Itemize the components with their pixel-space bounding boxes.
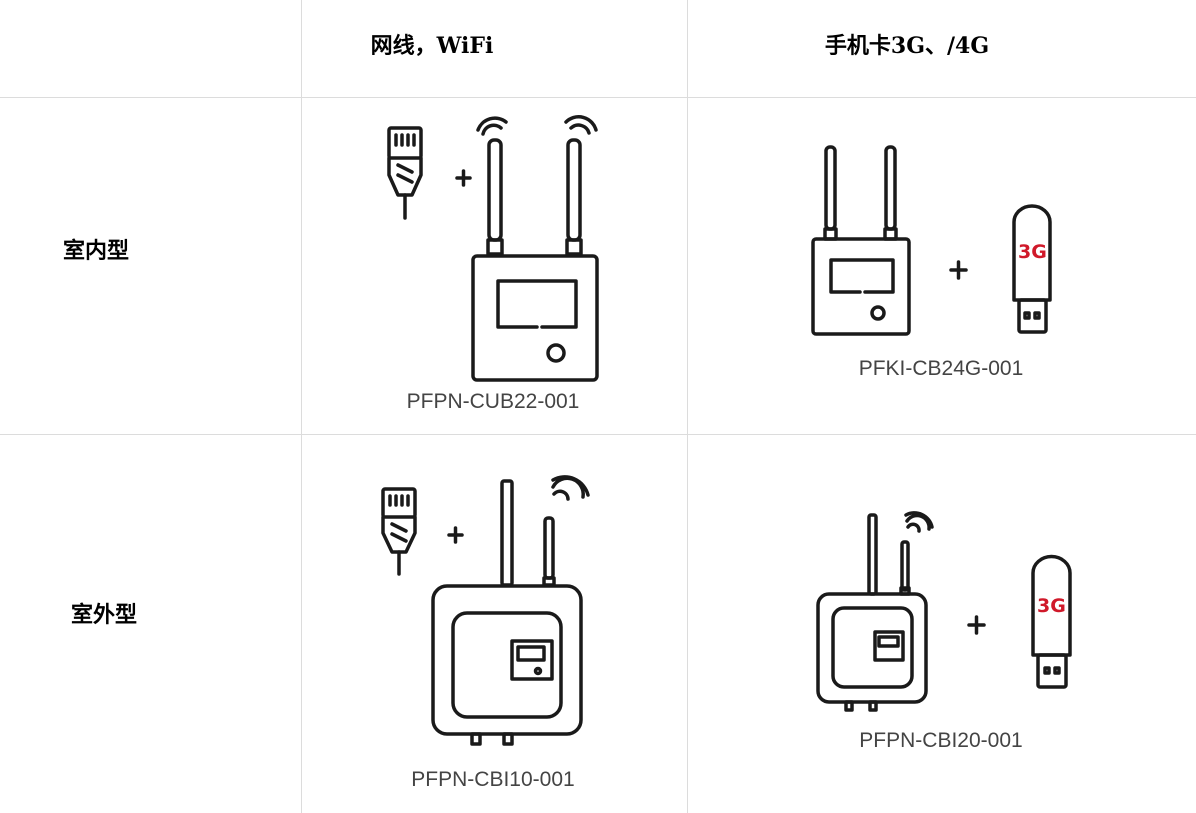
row-divider bbox=[0, 434, 1196, 435]
ethernet-plug-icon bbox=[381, 487, 417, 576]
column-divider bbox=[301, 0, 302, 813]
plus-icon bbox=[967, 615, 986, 635]
dongle-3g-label: 3G bbox=[1037, 595, 1066, 617]
header-cellular: 手机卡3G、/4G bbox=[824, 33, 990, 59]
row-label-outdoor: 室外型 bbox=[70, 603, 138, 628]
router-icon bbox=[471, 115, 599, 382]
plus-icon bbox=[447, 526, 464, 544]
outdoor-gateway-icon bbox=[431, 475, 590, 746]
plus-icon bbox=[455, 169, 472, 187]
usb-dongle-icon: 3G bbox=[1031, 554, 1072, 689]
product-code: PFKI-CB24G-001 bbox=[858, 357, 1024, 380]
outdoor-gateway-icon bbox=[816, 511, 934, 712]
dongle-3g-label: 3G bbox=[1018, 241, 1047, 263]
product-code: PFPN-CUB22-001 bbox=[406, 390, 580, 413]
column-divider bbox=[687, 0, 688, 813]
product-code: PFPN-CBI10-001 bbox=[411, 768, 575, 791]
router-icon bbox=[811, 145, 911, 336]
row-label-indoor: 室内型 bbox=[62, 239, 130, 264]
ethernet-plug-icon bbox=[387, 126, 423, 220]
plus-icon bbox=[949, 260, 968, 280]
header-wired-wifi: 网线，WiFi bbox=[370, 33, 494, 59]
row-divider bbox=[0, 97, 1196, 98]
usb-dongle-icon: 3G bbox=[1012, 204, 1052, 334]
product-code: PFPN-CBI20-001 bbox=[859, 729, 1023, 752]
